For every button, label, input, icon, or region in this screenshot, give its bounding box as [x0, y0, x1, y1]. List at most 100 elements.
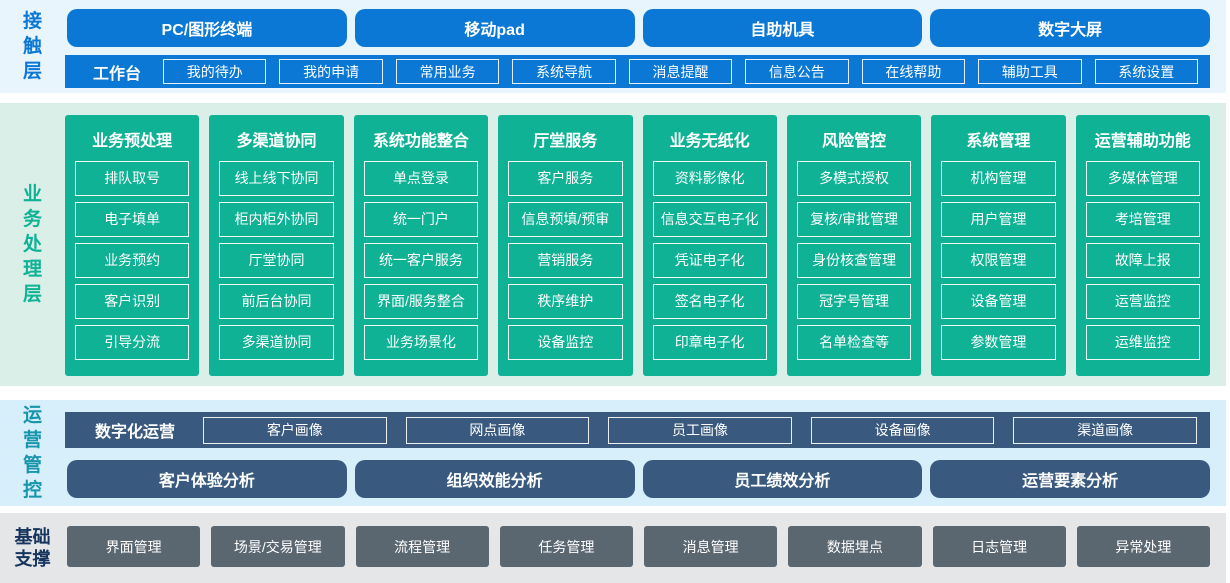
business-item[interactable]: 信息预填/预审: [508, 202, 623, 237]
business-item[interactable]: 名单检查等: [796, 325, 912, 360]
analysis-button[interactable]: 组织效能分析: [354, 460, 635, 498]
foundation-item[interactable]: 流程管理: [355, 526, 489, 567]
digital-ops-item[interactable]: 设备画像: [810, 416, 995, 444]
business-item[interactable]: 资料影像化: [652, 161, 767, 196]
business-item[interactable]: 信息交互电子化: [652, 202, 767, 237]
business-column-items: 客户服务 信息预填/预审 营销服务 秩序维护 设备监控: [508, 161, 623, 360]
business-item[interactable]: 用户管理: [941, 202, 1056, 237]
terminal-button[interactable]: 移动pad: [354, 9, 635, 47]
workbench-item[interactable]: 系统导航: [512, 59, 616, 84]
foundation-item[interactable]: 任务管理: [499, 526, 633, 567]
analysis-button[interactable]: 客户体验分析: [67, 460, 347, 498]
digital-ops-items: 客户画像 网点画像 员工画像 设备画像 渠道画像: [203, 416, 1210, 444]
business-item[interactable]: 多模式授权: [796, 161, 912, 196]
business-item[interactable]: 营销服务: [508, 243, 623, 278]
business-layer-label: 业务处理层: [22, 183, 42, 306]
analysis-row: 客户体验分析 组织效能分析 员工绩效分析 运营要素分析: [67, 460, 1210, 498]
workbench-item[interactable]: 我的待办: [163, 59, 267, 84]
foundation-item[interactable]: 日志管理: [932, 526, 1066, 567]
business-item[interactable]: 印章电子化: [652, 325, 767, 360]
business-item[interactable]: 统一客户服务: [363, 243, 479, 278]
workbench-items: 我的待办 我的申请 常用业务 系统导航 消息提醒 信息公告 在线帮助 辅助工具: [163, 59, 1210, 84]
business-column: 风险管控 多模式授权 复核/审批管理 身份核查管理 冠字号管理: [786, 115, 922, 376]
business-column-items: 排队取号 电子填单 业务预约 客户识别 引导分流: [75, 161, 190, 360]
digital-ops-item[interactable]: 员工画像: [608, 416, 792, 444]
business-item[interactable]: 线上线下协同: [219, 161, 334, 196]
foundation-item[interactable]: 场景/交易管理: [211, 526, 345, 567]
workbench-item[interactable]: 在线帮助: [861, 59, 966, 84]
business-item[interactable]: 身份核查管理: [796, 243, 912, 278]
terminal-row: PC/图形终端 移动pad 自助机具 数字大屏: [67, 9, 1210, 47]
business-item[interactable]: 多渠道协同: [219, 325, 334, 360]
business-item[interactable]: 排队取号: [75, 161, 190, 196]
business-layer-body: 业务预处理 排队取号 电子填单 业务预约 客户识别: [65, 103, 1226, 386]
digital-ops-item[interactable]: 客户画像: [203, 416, 387, 444]
business-column-items: 多媒体管理 考培管理 故障上报 运营监控 运维监控: [1085, 161, 1200, 360]
workbench-item[interactable]: 消息提醒: [628, 59, 733, 84]
terminal-button[interactable]: PC/图形终端: [67, 9, 347, 47]
business-item[interactable]: 复核/审批管理: [796, 202, 912, 237]
business-item[interactable]: 故障上报: [1085, 243, 1200, 278]
business-item[interactable]: 考培管理: [1085, 202, 1200, 237]
business-item[interactable]: 柜内柜外协同: [219, 202, 334, 237]
business-column: 业务预处理 排队取号 电子填单 业务预约 客户识别: [65, 115, 200, 376]
business-item[interactable]: 前后台协同: [219, 284, 334, 319]
foundation-item[interactable]: 界面管理: [67, 526, 201, 567]
business-item[interactable]: 业务场景化: [363, 325, 479, 360]
digital-ops-item[interactable]: 渠道画像: [1013, 416, 1197, 444]
digital-ops-item[interactable]: 网点画像: [405, 416, 590, 444]
business-item[interactable]: 业务预约: [75, 243, 190, 278]
business-column-title: 系统管理: [966, 133, 1031, 150]
analysis-button[interactable]: 运营要素分析: [930, 460, 1210, 498]
business-item[interactable]: 运营监控: [1085, 284, 1200, 319]
terminal-button[interactable]: 自助机具: [642, 9, 923, 47]
business-item[interactable]: 参数管理: [941, 325, 1056, 360]
business-column-items: 线上线下协同 柜内柜外协同 厅堂协同 前后台协同 多渠道协同: [219, 161, 334, 360]
business-layer-band: 业务处理层 业务预处理 排队取号 电子填单 业务预: [0, 103, 1226, 386]
business-column: 运营辅助功能 多媒体管理 考培管理 故障上报 运营监控: [1075, 115, 1210, 376]
foundation-item[interactable]: 消息管理: [644, 526, 778, 567]
business-item[interactable]: 客户识别: [75, 284, 190, 319]
business-column-title: 运营辅助功能: [1094, 133, 1191, 150]
business-column: 系统功能整合 单点登录 统一门户 统一客户服务 界面/服务整合: [353, 115, 489, 376]
business-item[interactable]: 权限管理: [941, 243, 1056, 278]
analysis-button[interactable]: 员工绩效分析: [642, 460, 923, 498]
foundation-item[interactable]: 异常处理: [1076, 526, 1210, 567]
business-item[interactable]: 界面/服务整合: [363, 284, 479, 319]
foundation-item[interactable]: 数据埋点: [788, 526, 922, 567]
business-item[interactable]: 凭证电子化: [652, 243, 767, 278]
foundation-layer-body: 界面管理 场景/交易管理 流程管理 任务管理 消息管理 数据埋点 日志管理 异常…: [65, 513, 1226, 583]
business-column-title: 业务无纸化: [669, 133, 750, 150]
business-columns: 业务预处理 排队取号 电子填单 业务预约 客户识别: [65, 115, 1210, 376]
business-item[interactable]: 电子填单: [75, 202, 190, 237]
business-item[interactable]: 厅堂协同: [219, 243, 334, 278]
workbench-item[interactable]: 系统设置: [1094, 59, 1198, 84]
business-item[interactable]: 设备监控: [508, 325, 623, 360]
workbench-item[interactable]: 辅助工具: [978, 59, 1082, 84]
workbench-item[interactable]: 常用业务: [395, 59, 500, 84]
terminal-button[interactable]: 数字大屏: [930, 9, 1210, 47]
business-item[interactable]: 秩序维护: [508, 284, 623, 319]
workbench-item[interactable]: 信息公告: [745, 59, 849, 84]
business-item[interactable]: 设备管理: [941, 284, 1056, 319]
business-column-title: 系统功能整合: [372, 133, 469, 150]
business-item[interactable]: 签名电子化: [652, 284, 767, 319]
workbench-item[interactable]: 我的申请: [279, 59, 383, 84]
operations-layer-label: 运营管控: [22, 404, 42, 502]
business-item[interactable]: 冠字号管理: [796, 284, 912, 319]
business-item[interactable]: 运维监控: [1085, 325, 1200, 360]
business-item[interactable]: 单点登录: [363, 161, 479, 196]
business-item[interactable]: 机构管理: [941, 161, 1056, 196]
business-column-title: 多渠道协同: [236, 133, 317, 150]
business-item[interactable]: 统一门户: [363, 202, 479, 237]
contact-layer-label: 接触层: [22, 10, 42, 83]
contact-layer-rail: 接触层: [0, 0, 65, 93]
business-item[interactable]: 引导分流: [75, 325, 190, 360]
foundation-row: 界面管理 场景/交易管理 流程管理 任务管理 消息管理 数据埋点 日志管理 异常…: [67, 526, 1210, 567]
business-item[interactable]: 客户服务: [508, 161, 623, 196]
business-layer-rail: 业务处理层: [0, 103, 65, 386]
contact-layer-band: 接触层 PC/图形终端 移动pad 自助机具 数字大屏 工作台 我的待: [0, 0, 1226, 93]
business-column-items: 机构管理 用户管理 权限管理 设备管理 参数管理: [941, 161, 1056, 360]
foundation-layer-band: 基础支撑 界面管理 场景/交易管理 流程管理 任务管理 消息管理 数据埋点 日志…: [0, 513, 1226, 583]
business-item[interactable]: 多媒体管理: [1085, 161, 1200, 196]
